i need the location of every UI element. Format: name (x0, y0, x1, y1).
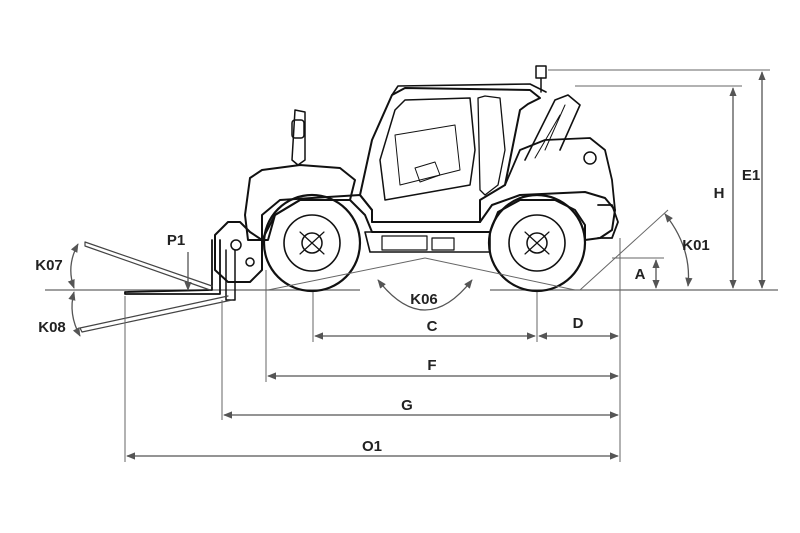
cab-rear-pillar (477, 95, 506, 196)
label-K07: K07 (35, 257, 63, 274)
label-K08: K08 (38, 319, 66, 336)
fork-tilt-up (84, 241, 213, 291)
label-K01: K01 (682, 237, 710, 254)
label-P1: P1 (167, 232, 185, 249)
cab-roof (391, 83, 547, 96)
fuel-tank (381, 235, 428, 251)
label-E1: E1 (742, 167, 760, 184)
label-H: H (714, 185, 725, 202)
engine-cover (504, 137, 616, 211)
label-G: G (401, 397, 413, 414)
cab-glass-detail (394, 124, 461, 186)
extension-lines (124, 69, 770, 462)
label-F: F (427, 357, 436, 374)
step-box (431, 237, 455, 251)
angle-lines (267, 209, 669, 291)
telehandler-machine (79, 65, 619, 333)
dimension-H: H (714, 87, 737, 289)
angle-K08: K08 (38, 291, 81, 337)
mirror (291, 119, 305, 139)
cab (359, 87, 541, 223)
rear-wheel (487, 193, 587, 293)
door-handle (414, 161, 441, 183)
label-O1: O1 (362, 438, 382, 455)
angle-K01: K01 (664, 213, 710, 287)
rear-hitch (597, 204, 619, 239)
front-wheel (262, 193, 362, 293)
dimension-P1: P1 (167, 232, 192, 291)
dimension-G: G (223, 397, 619, 419)
dimension-C: C (314, 318, 536, 340)
angle-K06: K06 (377, 279, 473, 311)
boom-head (244, 164, 356, 241)
mirror-arm (291, 109, 306, 166)
label-C: C (427, 318, 438, 335)
label-K06: K06 (410, 291, 438, 308)
angle-K07: K07 (35, 243, 79, 289)
dimension-D: D (538, 315, 619, 340)
fork (124, 239, 221, 295)
label-A: A (635, 266, 646, 283)
cab-window (379, 97, 476, 201)
hydraulic-cylinder (524, 94, 581, 161)
fork-carriage (214, 221, 263, 283)
beacon-light (535, 65, 547, 79)
dimension-A: A (635, 259, 660, 289)
fork-tilt-down (79, 295, 233, 333)
pivot-point (583, 151, 597, 165)
dimension-O1: O1 (126, 438, 619, 460)
dimension-E1: E1 (742, 71, 766, 289)
dimension-F: F (267, 357, 619, 380)
label-D: D (573, 315, 584, 332)
